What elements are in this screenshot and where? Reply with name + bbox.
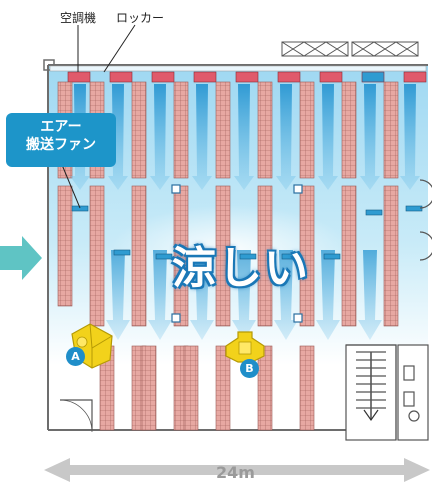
- service-core: [59, 179, 432, 441]
- aircon-unit: [193, 71, 217, 83]
- toilet-icon: [403, 391, 415, 407]
- air-flow-arrow: [232, 250, 256, 340]
- air-flow-arrow: [274, 250, 298, 340]
- air-flow-arrow: [192, 84, 212, 190]
- locker-column: [299, 185, 315, 327]
- locker-column: [257, 185, 273, 327]
- fan-b-icon: [225, 331, 265, 363]
- air-fan-bar: [113, 249, 131, 256]
- aircon-unit: [319, 71, 343, 83]
- locker-column: [57, 185, 73, 307]
- locker-label: ロッカー: [116, 11, 165, 25]
- cool-label: 涼しい: [172, 243, 310, 294]
- locker-column: [341, 81, 357, 179]
- locker-column: [141, 345, 157, 431]
- stair-icon: [356, 351, 386, 422]
- aircon-unit: [109, 71, 133, 83]
- air-transfer-fans: [71, 205, 423, 260]
- locker-column: [89, 185, 105, 327]
- air-fan-bar: [155, 253, 173, 260]
- aircon-unit: [361, 71, 385, 83]
- air-fan-bar: [197, 253, 215, 260]
- locker-column: [173, 185, 189, 327]
- air-flow-arrow: [276, 84, 296, 190]
- pillars: [171, 184, 303, 323]
- air-fan-bar: [323, 253, 341, 260]
- locker-column: [183, 345, 199, 431]
- locker-rows: [57, 81, 399, 431]
- air-flow-arrows: [70, 84, 420, 340]
- air-fan-bar: [71, 205, 89, 212]
- locker-column: [131, 81, 147, 179]
- locker-column: [257, 345, 273, 431]
- dimension-label: 24m: [216, 463, 255, 482]
- locker-column: [215, 81, 231, 179]
- air-flow-arrow: [360, 84, 380, 190]
- air-flow-arrow: [106, 250, 130, 340]
- locker-column: [383, 81, 399, 179]
- aircon-rail: [49, 65, 427, 72]
- marker-a: A: [66, 347, 85, 366]
- air-fan-callout: エアー 搬送ファン: [6, 113, 116, 167]
- aircon-unit: [277, 71, 301, 83]
- aircon-unit: [235, 71, 259, 83]
- air-flow-arrow: [358, 250, 382, 340]
- entry-arrow-icon: [0, 236, 42, 280]
- locker-column: [173, 81, 189, 179]
- locker-column: [299, 345, 315, 431]
- aircon-units: [49, 65, 427, 83]
- aircon-unit: [403, 71, 427, 83]
- aircon-label: 空調機: [60, 11, 97, 25]
- locker-column: [299, 81, 315, 179]
- marker-b: B: [240, 359, 259, 378]
- air-fan-bar: [365, 209, 383, 216]
- air-flow-arrow: [148, 250, 172, 340]
- aircon-unit: [151, 71, 175, 83]
- air-fan-bar: [405, 205, 423, 212]
- air-flow-arrow: [234, 84, 254, 190]
- fan-callout-line2: 搬送ファン: [26, 137, 96, 153]
- aircon-unit: [67, 71, 91, 83]
- toilet-icon: [403, 365, 415, 381]
- air-fan-bar: [239, 253, 257, 260]
- air-flow-arrow: [400, 84, 420, 190]
- air-flow-arrow: [150, 84, 170, 190]
- fan-callout-line1: エアー: [40, 119, 82, 135]
- locker-column: [215, 345, 231, 431]
- air-flow-arrow: [190, 250, 214, 340]
- locker-column: [215, 185, 231, 327]
- locker-column: [341, 185, 357, 327]
- air-flow-arrow: [316, 250, 340, 340]
- vent-icons: [281, 41, 419, 57]
- air-fan-bar: [281, 253, 299, 260]
- dimension-arrow: [44, 458, 430, 482]
- locker-column: [383, 185, 399, 327]
- locker-column: [131, 185, 147, 327]
- leader-lines: [59, 24, 136, 209]
- air-flow-arrow: [318, 84, 338, 190]
- locker-column: [257, 81, 273, 179]
